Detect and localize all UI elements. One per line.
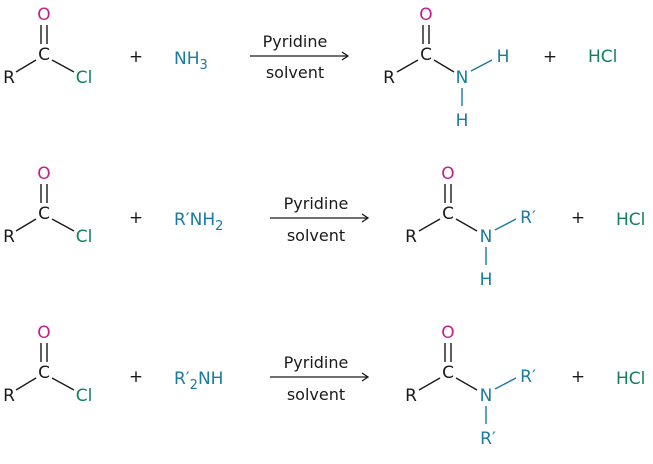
n-substituent-down: H bbox=[480, 270, 493, 290]
reaction-2: O C R Cl + R′NH2 Pyridine solvent O C R … bbox=[3, 164, 645, 290]
bond-c-r bbox=[15, 377, 37, 391]
bond-c-r bbox=[418, 218, 441, 232]
carbonyl-carbon: C bbox=[442, 363, 454, 383]
nitrogen-atom: N bbox=[480, 386, 493, 406]
arrow-label-pyridine: Pyridine bbox=[263, 32, 328, 51]
plus-sign: + bbox=[129, 208, 143, 228]
r-group: R bbox=[3, 68, 15, 88]
acid-chloride-3: O C R Cl bbox=[3, 323, 92, 406]
arrow-label-solvent: solvent bbox=[287, 385, 345, 404]
bond-c-n bbox=[433, 59, 455, 73]
nitrogen-atom: N bbox=[480, 227, 493, 247]
carbonyl-carbon: C bbox=[38, 204, 50, 224]
amide-product-3: O C R N R′ R′ bbox=[405, 323, 536, 449]
amide-product-1: O C R N H H bbox=[383, 5, 509, 131]
arrow-label-solvent: solvent bbox=[266, 63, 324, 82]
oxygen-atom: O bbox=[37, 164, 50, 184]
oxygen-atom: O bbox=[441, 323, 454, 343]
bond-c-n bbox=[455, 218, 478, 232]
carbonyl-carbon: C bbox=[38, 363, 50, 383]
oxygen-atom: O bbox=[419, 5, 432, 25]
reaction-3: O C R Cl + R′2NH Pyridine solvent O C R … bbox=[3, 323, 645, 449]
reaction-arrow-3: Pyridine solvent bbox=[270, 353, 370, 404]
r-group: R bbox=[405, 227, 417, 247]
bond-c-r bbox=[15, 218, 37, 232]
hcl-byproduct: HCl bbox=[616, 210, 645, 230]
n-substituent-right: R′ bbox=[520, 208, 536, 228]
hcl-byproduct: HCl bbox=[588, 47, 617, 67]
secondary-amine-reagent: R′2NH bbox=[174, 369, 223, 393]
nitrogen-atom: N bbox=[456, 68, 469, 88]
plus-sign: + bbox=[571, 208, 585, 228]
hcl-byproduct: HCl bbox=[616, 369, 645, 389]
arrow-head bbox=[361, 372, 370, 382]
arrow-label-pyridine: Pyridine bbox=[284, 353, 349, 372]
arrow-label-pyridine: Pyridine bbox=[284, 194, 349, 213]
plus-sign: + bbox=[543, 47, 557, 67]
plus-sign: + bbox=[129, 47, 143, 67]
carbonyl-carbon: C bbox=[38, 45, 50, 65]
bond-c-r bbox=[418, 377, 441, 391]
plus-sign: + bbox=[129, 367, 143, 387]
chlorine-atom: Cl bbox=[76, 386, 93, 406]
bond-c-r bbox=[15, 59, 37, 73]
arrow-head bbox=[341, 51, 350, 61]
bond-n-r-right bbox=[494, 377, 517, 390]
acid-chloride-2: O C R Cl bbox=[3, 164, 92, 247]
n-substituent-right: H bbox=[497, 47, 510, 67]
oxygen-atom: O bbox=[37, 5, 50, 25]
acid-chloride-1: O C R Cl bbox=[3, 5, 92, 88]
reaction-1: O C R Cl + NH3 Pyridine solvent O C R N bbox=[3, 5, 617, 131]
oxygen-atom: O bbox=[441, 164, 454, 184]
carbonyl-carbon: C bbox=[420, 45, 432, 65]
n-substituent-down: R′ bbox=[480, 429, 496, 449]
bond-n-h-right bbox=[470, 59, 493, 72]
carbonyl-carbon: C bbox=[442, 204, 454, 224]
ammonia-reagent: NH3 bbox=[174, 49, 208, 73]
n-substituent-down: H bbox=[456, 111, 469, 131]
bond-c-r bbox=[396, 59, 419, 73]
bond-c-n bbox=[455, 377, 478, 391]
reaction-arrow-1: Pyridine solvent bbox=[250, 32, 350, 82]
bond-c-cl bbox=[51, 218, 75, 232]
amide-product-2: O C R N R′ H bbox=[405, 164, 536, 290]
arrow-label-solvent: solvent bbox=[287, 226, 345, 245]
r-group: R bbox=[405, 386, 417, 406]
n-substituent-right: R′ bbox=[520, 367, 536, 387]
plus-sign: + bbox=[571, 367, 585, 387]
oxygen-atom: O bbox=[37, 323, 50, 343]
primary-amine-reagent: R′NH2 bbox=[174, 210, 223, 234]
bond-n-r-right bbox=[494, 218, 517, 231]
r-group: R bbox=[383, 68, 395, 88]
chlorine-atom: Cl bbox=[76, 227, 93, 247]
arrow-head bbox=[361, 213, 370, 223]
r-group: R bbox=[3, 386, 15, 406]
reaction-arrow-2: Pyridine solvent bbox=[270, 194, 370, 245]
r-group: R bbox=[3, 227, 15, 247]
bond-c-cl bbox=[51, 59, 75, 73]
chlorine-atom: Cl bbox=[76, 68, 93, 88]
bond-c-cl bbox=[51, 377, 75, 391]
